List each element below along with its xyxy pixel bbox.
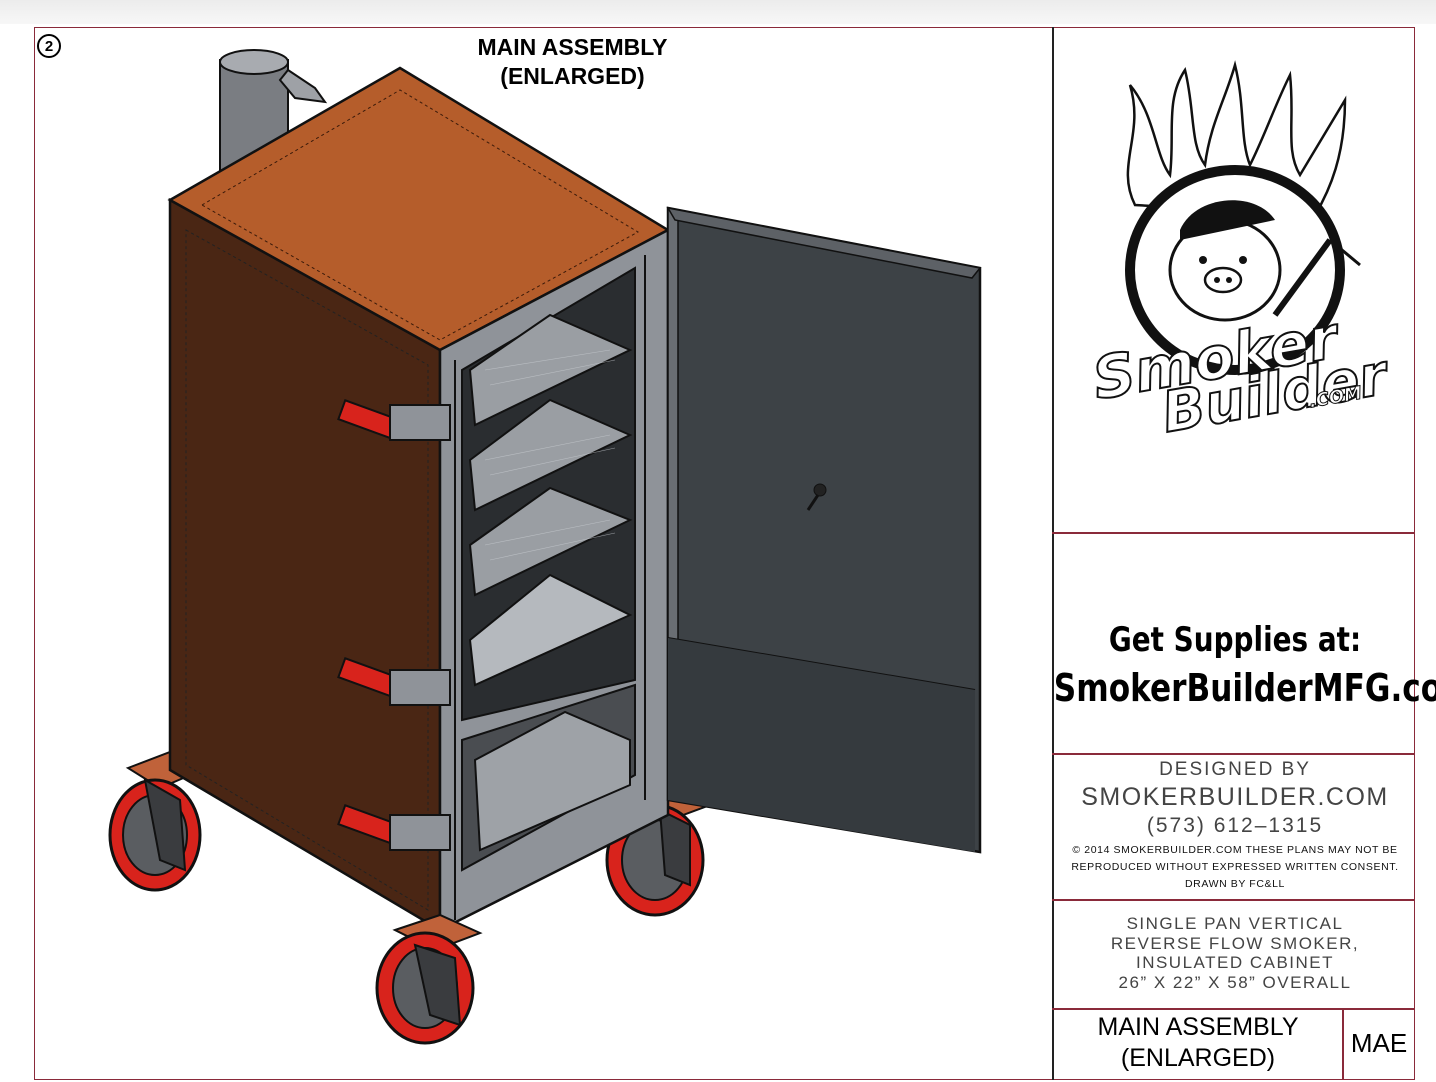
supplies-line1: Get Supplies at: (1108, 620, 1362, 660)
description-line2: REVERSE FLOW SMOKER, (1110, 933, 1360, 953)
designer-company: SMOKERBUILDER.COM (1081, 783, 1389, 811)
flame-icon (1126, 60, 1347, 217)
cabinet-door-open (666, 206, 982, 854)
smoker-assembly-drawing (108, 49, 982, 1045)
pig-welder-icon (1168, 200, 1361, 322)
description-line4: 26” X 22” X 58” OVERALL (1118, 972, 1352, 992)
title-block-divider (1052, 27, 1054, 1080)
supplies-separator (1052, 753, 1415, 755)
logo-wordmark: Smoker Builder .COM (1087, 302, 1395, 447)
description-separator (1052, 1008, 1415, 1010)
caster-wheel-left (108, 750, 205, 892)
designed-by-block: DESIGNED BY SMOKERBUILDER.COM (573) 612–… (1054, 758, 1416, 893)
designed-by-label: DESIGNED BY (1159, 759, 1311, 780)
view-title: MAIN ASSEMBLY (ENLARGED) (430, 33, 715, 91)
supplies-url: SmokerBuilderMFG.com (1053, 666, 1436, 710)
logo-separator (1052, 532, 1415, 534)
drawing-sheet-border (34, 27, 1415, 1080)
designed-separator (1052, 899, 1415, 901)
copyright-line1: © 2014 SMOKERBUILDER.COM THESE PLANS MAY… (1072, 844, 1398, 856)
title-block-code-divider (1342, 1009, 1344, 1080)
drawing-code: MAE (1350, 1028, 1408, 1058)
viewer-top-bar (0, 0, 1436, 24)
designer-phone: (573) 612–1315 (1146, 814, 1324, 837)
drawing-description: SINGLE PAN VERTICAL REVERSE FLOW SMOKER,… (1054, 914, 1416, 992)
door-latches (337, 399, 451, 851)
view-title-line1: MAIN ASSEMBLY (477, 34, 668, 60)
description-line3: INSULATED CABINET (1135, 953, 1335, 972)
title-block-title: MAIN ASSEMBLY (ENLARGED) (1054, 1012, 1342, 1074)
cooking-racks (468, 313, 633, 687)
supplies-banner: Get Supplies at: SmokerBuilderMFG.com (1054, 617, 1436, 713)
copyright-line2: REPRODUCED WITHOUT EXPRESSED WRITTEN CON… (1071, 861, 1399, 873)
title-block-line2: (ENLARGED) (1120, 1044, 1276, 1072)
title-block-line1: MAIN ASSEMBLY (1097, 1013, 1299, 1041)
water-pan-drawer (473, 710, 631, 852)
view-title-line2: (ENLARGED) (500, 63, 645, 89)
smokerbuilder-logo: Smoker Builder .COM (1087, 60, 1395, 447)
drawn-by: DRAWN BY FC&LL (1184, 878, 1285, 890)
description-line1: SINGLE PAN VERTICAL (1126, 914, 1344, 933)
caster-wheel-front (375, 913, 483, 1045)
view-number-badge: 2 (37, 34, 61, 58)
